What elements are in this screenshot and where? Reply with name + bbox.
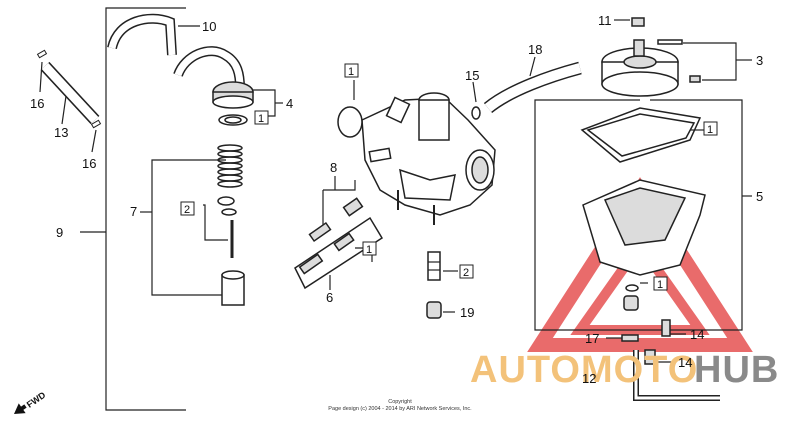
copyright-line-2: Page design (c) 2004 - 2014 by ARI Netwo… — [328, 406, 472, 412]
callout-14-bottom: 14 — [678, 355, 692, 370]
svg-text:1: 1 — [707, 124, 713, 136]
callout-3: 3 — [756, 53, 763, 68]
drain-12-14-17 — [606, 319, 720, 401]
callout-9: 9 — [56, 225, 63, 240]
screws-8-6 — [294, 176, 384, 290]
callout-15: 15 — [465, 68, 479, 83]
fwd-label: FWD — [25, 390, 48, 410]
callout-13: 13 — [54, 125, 68, 140]
svg-text:1: 1 — [348, 66, 354, 78]
boxed-label-ring: 1 — [254, 110, 269, 125]
svg-text:2: 2 — [184, 204, 190, 216]
svg-text:2: 2 — [463, 267, 469, 279]
callout-5: 5 — [756, 189, 763, 204]
hose-18 — [472, 56, 582, 114]
fwd-arrow-icon: FWD — [14, 390, 48, 414]
callout-16-top: 16 — [30, 96, 44, 111]
callout-12: 12 — [582, 371, 596, 386]
boxed-label-gasket: 1 — [703, 121, 718, 136]
callout-19: 19 — [460, 305, 474, 320]
carburetor-body — [337, 92, 496, 225]
callout-6: 6 — [326, 290, 333, 305]
boxed-label-jet: 2 — [459, 264, 474, 279]
group-bracket-9 — [80, 7, 186, 411]
svg-text:1: 1 — [366, 244, 372, 256]
callout-16-bottom: 16 — [82, 156, 96, 171]
callout-14-top: 14 — [690, 327, 704, 342]
boxed-label-jet-7: 2 — [180, 201, 195, 216]
hose-10 — [107, 13, 200, 56]
callout-18: 18 — [528, 42, 542, 57]
watermark-text-2: HUB — [694, 349, 779, 391]
boxed-label-bowl: 1 — [653, 276, 668, 291]
boxed-label-body: 1 — [344, 63, 359, 78]
boxed-label-plug-6: 1 — [362, 241, 377, 256]
hose-cap-4 — [173, 46, 283, 126]
float-bowl-5 — [534, 99, 752, 331]
callout-7: 7 — [130, 204, 137, 219]
callout-4: 4 — [286, 96, 293, 111]
callout-10: 10 — [202, 19, 216, 34]
callout-11: 11 — [598, 13, 612, 28]
copyright-line-1: Copyright — [388, 399, 412, 405]
pipe-13 — [36, 49, 102, 153]
svg-text:1: 1 — [258, 113, 264, 125]
cap-3 — [601, 17, 752, 97]
callout-8: 8 — [330, 160, 337, 175]
spring-needle-7 — [140, 144, 245, 306]
callout-17: 17 — [585, 331, 599, 346]
watermark-text-1: AUTOMOTO — [470, 349, 698, 391]
main-jet-19 — [426, 251, 458, 319]
svg-text:1: 1 — [657, 279, 663, 291]
